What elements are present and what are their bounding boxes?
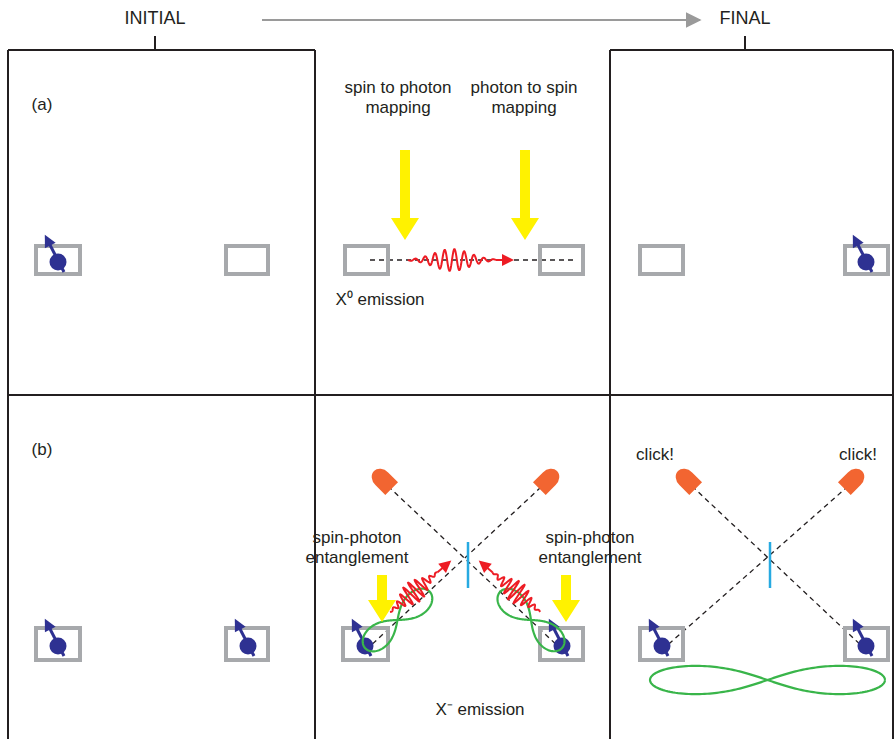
entanglement-loop <box>363 589 433 652</box>
process-label: spin-photon entanglement <box>532 528 648 568</box>
emission-label: X⁻ emission <box>425 700 535 720</box>
mapping-arrow <box>511 150 539 240</box>
spin <box>39 616 66 656</box>
mapping-arrow <box>552 575 580 622</box>
spin <box>847 232 874 272</box>
tick <box>154 36 156 50</box>
process-label: spin to photon mapping <box>336 78 461 118</box>
stage-label: FINAL <box>700 8 790 28</box>
panel-letter: (a) <box>20 95 64 115</box>
quantum-dot <box>36 628 80 660</box>
detector <box>838 465 868 495</box>
detector <box>368 465 398 495</box>
photon-wavepacket <box>472 552 547 620</box>
quantum-dot <box>540 246 583 274</box>
spin <box>39 232 66 272</box>
quantum-dot <box>226 246 268 274</box>
mapping-arrow <box>391 150 419 240</box>
entanglement-loop <box>650 666 885 694</box>
detector <box>533 465 563 495</box>
optical-path <box>694 488 866 650</box>
detector-click: click! <box>826 445 890 465</box>
time-arrow <box>262 19 700 21</box>
process-label: photon to spin mapping <box>462 78 587 118</box>
beam-splitter <box>769 542 772 588</box>
detector <box>672 465 702 495</box>
stage-label: INITIAL <box>100 8 210 28</box>
quantum-dot <box>640 628 683 660</box>
beam-splitter <box>467 542 470 588</box>
optical-path <box>366 488 540 650</box>
panel-grid <box>8 50 893 739</box>
spin <box>229 616 256 656</box>
optical-path <box>390 488 562 650</box>
spin <box>847 616 874 656</box>
spin <box>643 616 670 656</box>
quantum-dot <box>845 246 888 274</box>
tick <box>744 36 746 50</box>
optical-path <box>662 488 846 650</box>
emission-label: X⁰ emission <box>325 290 435 310</box>
mapping-arrow <box>368 575 396 622</box>
quantum-dot <box>640 246 683 274</box>
photon-wavepacket <box>408 249 514 271</box>
quantum-dot <box>226 628 268 660</box>
quantum-dot <box>845 628 888 660</box>
detector-click: click! <box>623 445 687 465</box>
process-label: spin-photon entanglement <box>299 528 415 568</box>
panel-letter: (b) <box>20 440 64 460</box>
quantum-dot <box>345 246 388 274</box>
quantum-dot <box>36 246 80 274</box>
